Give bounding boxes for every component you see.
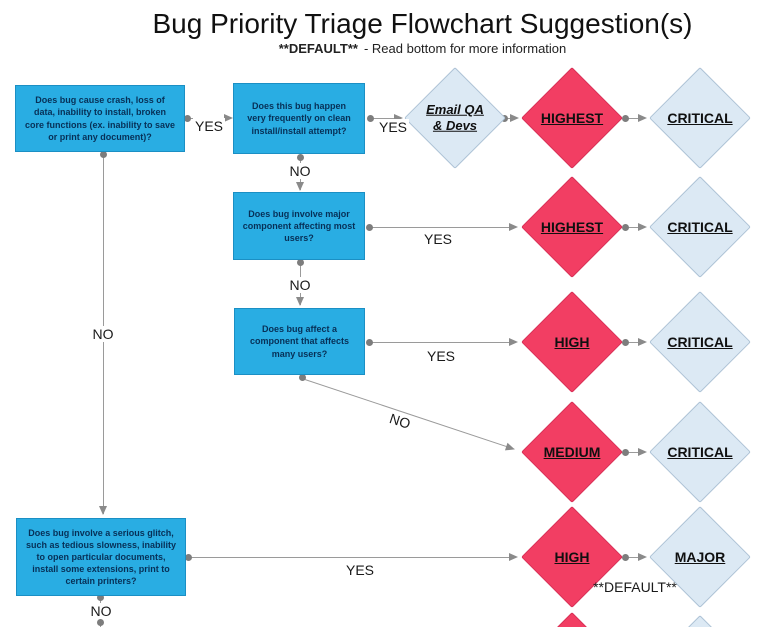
priority-label: HIGH [554, 334, 590, 350]
arrowhead-right [638, 338, 647, 346]
connector-dot [622, 449, 629, 456]
page-subtitle: **DEFAULT** - Read bottom for more inform… [75, 41, 768, 56]
severity-label: CRITICAL [667, 334, 733, 350]
question-text: Does bug involve major component affecti… [242, 208, 356, 244]
arrowhead-right [638, 114, 647, 122]
arrowhead-right [638, 223, 647, 231]
question-text: Does bug affect a component that affects… [249, 324, 349, 359]
connector-dot [184, 115, 191, 122]
connector-dot [622, 554, 629, 561]
question-node-major-component: Does bug involve major component affecti… [233, 192, 365, 260]
action-label-line1: Email QA [426, 101, 484, 117]
connector-dot [622, 224, 629, 231]
connector-dot [622, 115, 629, 122]
arrowhead-right [509, 338, 518, 346]
priority-label: MEDIUM [543, 444, 601, 460]
question-node-crash: Does bug cause crash, loss of data, inab… [15, 85, 185, 152]
connector-dot [366, 339, 373, 346]
severity-node-cutoff [649, 615, 751, 627]
severity-label: CRITICAL [667, 110, 733, 126]
connector-line [505, 118, 514, 119]
priority-label: HIGHEST [540, 110, 604, 126]
arrowhead-right [510, 114, 519, 122]
edge-label-yes-3: YES [421, 231, 455, 247]
edge-label-no-long: NO [90, 326, 116, 342]
edge-label-no-2: NO [287, 277, 313, 293]
severity-label: MAJOR [674, 549, 726, 565]
connector-line [370, 227, 511, 228]
arrowhead-down [99, 506, 107, 515]
connector-line [301, 378, 515, 450]
priority-label: HIGH [554, 549, 590, 565]
connector-dot [297, 154, 304, 161]
connector-line [626, 557, 640, 558]
connector-dot [97, 594, 104, 601]
connector-line [626, 452, 640, 453]
priority-label: HIGHEST [540, 219, 604, 235]
question-node-many-users: Does bug affect a component that affects… [234, 308, 365, 375]
arrowhead-down [296, 297, 304, 306]
question-text: Does bug cause crash, loss of data, inab… [24, 95, 176, 142]
subtitle-text: - Read bottom for more information [363, 41, 567, 56]
action-label-line2: & Devs [432, 118, 478, 133]
arrowhead-right [509, 223, 518, 231]
connector-dot [185, 554, 192, 561]
edge-label-no-bottom: NO [88, 603, 114, 619]
connector-dot [297, 259, 304, 266]
connector-line [370, 342, 511, 343]
question-text: Does this bug happen very frequently on … [247, 101, 351, 136]
severity-label: CRITICAL [667, 444, 733, 460]
arrowhead-right [638, 553, 647, 561]
page-title: Bug Priority Triage Flowchart Suggestion… [152, 8, 693, 39]
connector-line [626, 118, 640, 119]
question-text: Does bug involve a serious glitch, such … [25, 527, 177, 587]
edge-label-no-1: NO [287, 163, 313, 179]
arrowhead-right [224, 114, 233, 122]
arrowhead-down [296, 182, 304, 191]
connector-dot [299, 374, 306, 381]
edge-label-yes-2: YES [376, 119, 410, 135]
arrowhead-right [638, 448, 647, 456]
connector-dot [367, 115, 374, 122]
connector-dot [622, 339, 629, 346]
default-marker-note: **DEFAULT** [593, 579, 677, 595]
severity-label: CRITICAL [667, 219, 733, 235]
question-node-frequent: Does this bug happen very frequently on … [233, 83, 365, 154]
edge-label-yes-1: YES [192, 118, 226, 134]
connector-dot [100, 151, 107, 158]
edge-label-yes-4: YES [424, 348, 458, 364]
edge-label-yes-5: YES [343, 562, 377, 578]
connector-line [370, 118, 396, 119]
arrowhead-right [504, 442, 517, 454]
connector-dot [366, 224, 373, 231]
connector-dot [97, 619, 104, 626]
connector-line [626, 227, 640, 228]
connector-line [189, 557, 511, 558]
subtitle-default-tag: **DEFAULT** [278, 41, 358, 56]
connector-line [626, 342, 640, 343]
priority-node-cutoff [521, 612, 623, 627]
action-label-email-qa: Email QA & Devs [400, 102, 510, 135]
arrowhead-right [509, 553, 518, 561]
question-node-serious-glitch: Does bug involve a serious glitch, such … [16, 518, 186, 596]
arrowhead-right [394, 114, 403, 122]
